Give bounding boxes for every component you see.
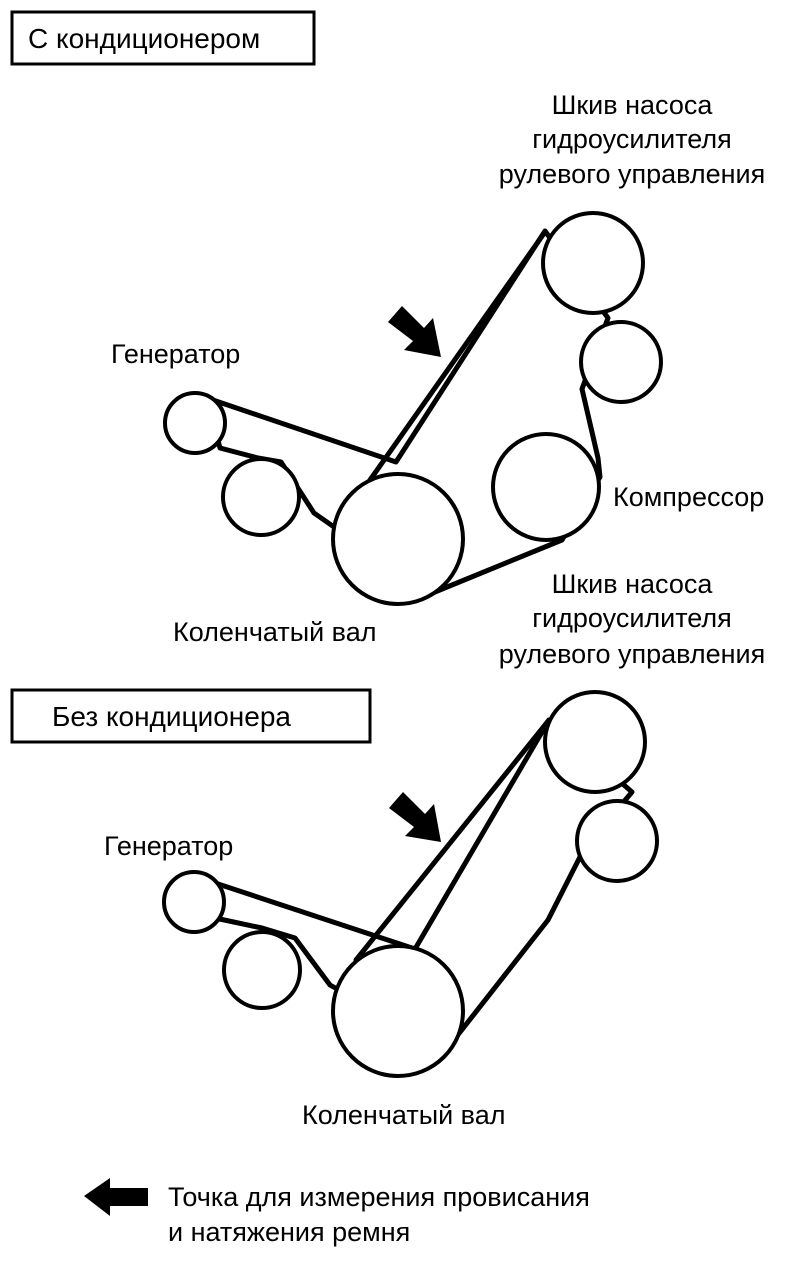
bottom-crankshaft-label: Коленчатый вал [302,1100,506,1130]
bottom-diagram: Шкив насоса гидроусилителя рулевого упра… [10,569,765,1130]
bottom-belt-diagonal [353,717,552,963]
bottom-tensioner-pulley [575,799,659,883]
bottom-power-steering-pulley [543,690,647,794]
legend: Точка для измерения провисания и натяжен… [84,1178,590,1247]
bottom-power-steering-label-1: Шкив насоса [552,569,714,599]
top-idler-pulley [221,457,301,537]
top-diagram: С кондиционером Шкив насоса гидроусилите… [10,10,765,647]
bottom-generator-pulley [162,870,226,934]
top-compressor-label: Компрессор [613,482,764,512]
bottom-idler-pulley [222,930,302,1010]
top-title: С кондиционером [28,23,260,54]
top-power-steering-label-1: Шкив насоса [552,90,714,120]
bottom-measure-arrow-icon [389,792,441,842]
top-power-steering-label-2: гидроусилителя [532,124,732,154]
top-compressor-pulley [491,432,601,542]
top-belt-diagonal [367,229,548,483]
top-tensioner-pulley [579,320,663,404]
legend-line-1: Точка для измерения провисания [168,1182,590,1212]
bottom-title: Без кондиционера [52,701,291,732]
bottom-power-steering-label-3: рулевого управления [499,639,765,669]
top-power-steering-label-3: рулевого управления [499,159,765,189]
bottom-title-frame [10,688,372,744]
top-crankshaft-label: Коленчатый вал [173,617,377,647]
top-measure-arrow-icon [388,306,441,357]
legend-line-2: и натяжения ремня [168,1217,410,1247]
bottom-generator-label: Генератор [104,831,233,861]
top-generator-pulley [163,391,227,455]
top-generator-label: Генератор [111,339,240,369]
top-crankshaft-pulley [331,472,465,606]
bottom-belt [203,717,635,1053]
top-power-steering-pulley [541,211,645,315]
top-title-frame [10,10,316,66]
arrow-left-icon [84,1178,148,1216]
bottom-crankshaft-pulley [331,944,465,1078]
bottom-power-steering-label-2: гидроусилителя [532,603,732,633]
